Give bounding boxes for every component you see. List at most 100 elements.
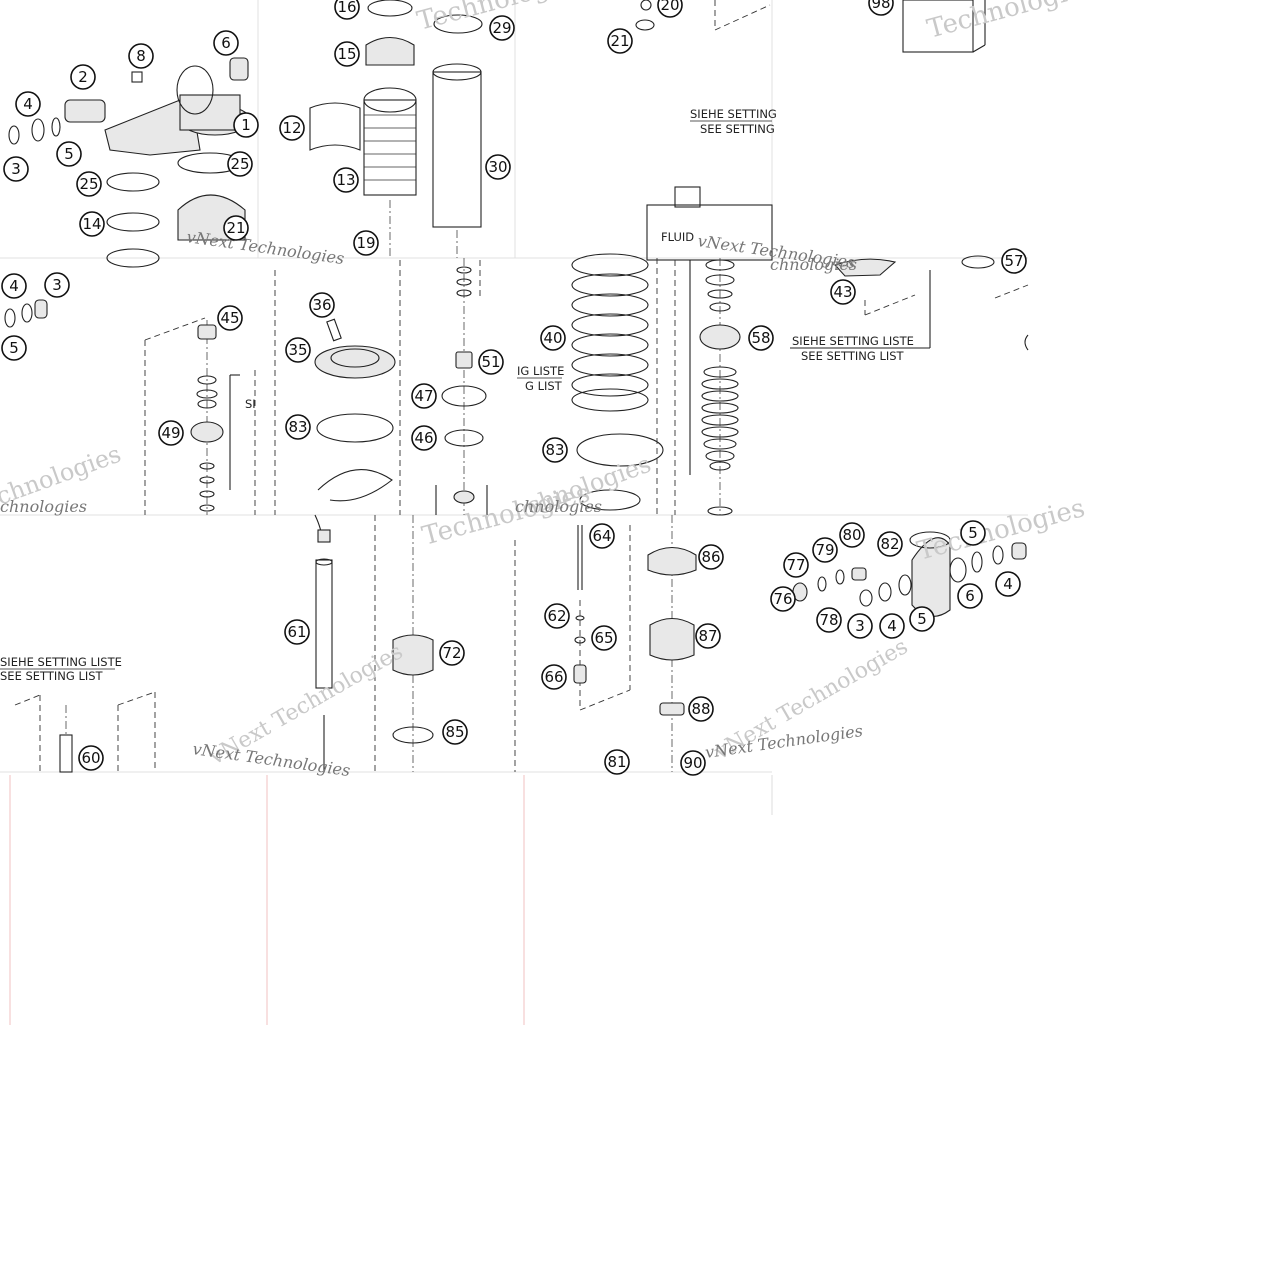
svg-text:chnologies: chnologies (515, 497, 602, 516)
callout-46: 46 (411, 425, 437, 451)
callout-label: 43 (833, 283, 852, 301)
callout-57: 57 (1001, 248, 1027, 274)
callout-label: 4 (887, 617, 897, 635)
callout-4: 4 (995, 571, 1021, 597)
callout-83: 83 (285, 414, 311, 440)
callout-2: 2 (70, 64, 96, 90)
callout-label: 14 (82, 215, 101, 233)
note-liste-cut: IG LISTE (517, 364, 564, 378)
compression-stack (674, 258, 741, 516)
note-see-2: SEE SETTING LIST (0, 669, 104, 683)
callout-label: 64 (592, 527, 611, 545)
callout-3: 3 (847, 613, 873, 639)
callout-label: 57 (1004, 252, 1023, 270)
callout-label: 78 (819, 611, 838, 629)
callout-88: 88 (688, 696, 714, 722)
callout-79: 79 (812, 537, 838, 563)
callout-label: 16 (337, 0, 356, 16)
callout-45: 45 (217, 305, 243, 331)
callout-8: 8 (128, 43, 154, 69)
callout-6: 6 (957, 583, 983, 609)
note-fluid: FLUID (661, 230, 694, 244)
svg-text:SI: SI (245, 397, 256, 411)
callout-86: 86 (698, 544, 724, 570)
row3-left (14, 691, 156, 773)
svg-text:vNext Technologies: vNext Technologies (191, 739, 351, 780)
callout-label: 25 (230, 155, 249, 173)
callout-13: 13 (333, 167, 359, 193)
callout-81: 81 (604, 749, 630, 775)
callout-label: 82 (880, 535, 899, 553)
callout-66: 66 (541, 664, 567, 690)
callout-label: 29 (492, 19, 511, 37)
note-siehe-2: SIEHE SETTING LISTE (0, 655, 122, 669)
callout-label: 13 (336, 171, 355, 189)
callout-4: 4 (1, 273, 27, 299)
callout-85: 85 (442, 719, 468, 745)
callout-98: 98 (868, 0, 894, 16)
callout-label: 36 (312, 296, 331, 314)
callout-label: 1 (241, 116, 251, 134)
callout-label: 87 (698, 627, 717, 645)
callout-6: 6 (213, 30, 239, 56)
callout-label: 76 (773, 590, 792, 608)
callout-label: 2 (78, 68, 88, 86)
callout-1: 1 (233, 112, 259, 138)
callout-label: 6 (965, 587, 975, 605)
svg-text:chnologies: chnologies (770, 255, 857, 274)
callout-61: 61 (284, 619, 310, 645)
callout-label: 79 (815, 541, 834, 559)
callout-label: 61 (287, 623, 306, 641)
tile-seams (0, 0, 1028, 1025)
callout-25: 25 (76, 171, 102, 197)
shaft-64 (573, 515, 697, 772)
note-siehe-1: SIEHE SETTING LISTE (792, 334, 914, 348)
callout-label: 6 (221, 34, 231, 52)
callout-label: 88 (691, 700, 710, 718)
callout-15: 15 (334, 41, 360, 67)
note-see-cut: SEE SETTING (700, 122, 775, 136)
callout-5: 5 (960, 520, 986, 546)
callout-4: 4 (879, 613, 905, 639)
callout-label: 65 (594, 629, 613, 647)
callout-label: 20 (660, 0, 679, 14)
callout-label: 72 (442, 644, 461, 662)
callout-49: 49 (158, 420, 184, 446)
callout-30: 30 (485, 154, 511, 180)
callout-43: 43 (830, 279, 856, 305)
callout-60: 60 (78, 745, 104, 771)
note-see-1: SEE SETTING LIST (801, 349, 905, 363)
callout-label: 81 (607, 753, 626, 771)
callout-label: 8 (136, 47, 146, 65)
linkage-43 (790, 255, 1029, 351)
callout-label: 62 (547, 607, 566, 625)
callout-label: 46 (414, 429, 433, 447)
callout-3: 3 (44, 272, 70, 298)
callout-3: 3 (3, 156, 29, 182)
callout-label: 3 (52, 276, 62, 294)
vnext-marks: vNext Technologies vNext Technologies vN… (0, 227, 864, 780)
callout-64: 64 (589, 523, 615, 549)
callout-label: 83 (288, 418, 307, 436)
callout-40: 40 (540, 325, 566, 351)
callout-label: 40 (543, 329, 562, 347)
callout-label: 85 (445, 723, 464, 741)
valve-stack-left (4, 299, 256, 515)
main-spring (571, 253, 664, 515)
callout-21: 21 (223, 215, 249, 241)
callout-label: 86 (701, 548, 720, 566)
callout-label: 21 (226, 219, 245, 237)
callout-58: 58 (748, 325, 774, 351)
note-list-cut: G LIST (525, 379, 563, 393)
callout-21: 21 (607, 28, 633, 54)
callout-35: 35 (285, 337, 311, 363)
callout-label: 4 (1003, 575, 1013, 593)
note-siehe-cut: SIEHE SETTING (690, 107, 777, 121)
svg-text:Technologies: Technologies (914, 493, 1088, 567)
callout-label: 21 (610, 32, 629, 50)
callout-51: 51 (478, 349, 504, 375)
callout-label: 35 (288, 341, 307, 359)
box-98 (902, 0, 986, 53)
spring-seat-assembly (274, 258, 488, 515)
